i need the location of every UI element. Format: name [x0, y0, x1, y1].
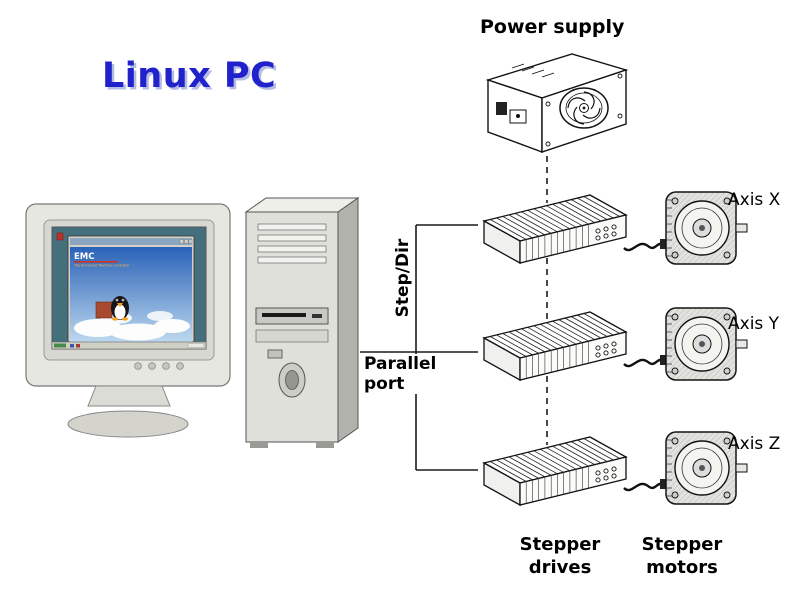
motor-cable	[624, 244, 662, 250]
tower-foot	[316, 442, 334, 448]
floppy-drive	[256, 308, 328, 324]
monitor-stand	[88, 386, 170, 406]
crt-monitor-drawing: EMC The Enhanced Machine Controller	[20, 196, 240, 444]
motor-cable	[624, 484, 662, 490]
reset-button	[268, 350, 282, 358]
stepper-drive-axis-z	[478, 427, 628, 513]
window-titlebar	[70, 238, 192, 245]
emc-tagline-text: The Enhanced Machine Controller	[73, 264, 130, 268]
diagram-title: Linux PC	[102, 56, 276, 96]
stepper-drives-label: Stepper drives	[498, 534, 622, 579]
motor-face	[675, 201, 729, 255]
power-supply-label: Power supply	[480, 16, 624, 38]
motor-cable	[624, 360, 662, 366]
psu-fan-icon	[560, 88, 608, 128]
emc-logo-text: EMC	[74, 252, 95, 262]
psu-power-switch	[496, 102, 507, 115]
motor-face	[675, 441, 729, 495]
step-dir-label: Step/Dir	[393, 227, 413, 329]
stepper-motor-axis-y	[622, 298, 750, 390]
axis-z-label: Axis Z	[728, 434, 780, 454]
power-supply-drawing	[476, 46, 636, 164]
monitor-screen: EMC The Enhanced Machine Controller	[52, 227, 206, 349]
power-button	[279, 363, 305, 397]
tower-foot	[250, 442, 268, 448]
splash-red-object	[96, 302, 112, 318]
axis-x-label: Axis X	[728, 190, 780, 210]
emc-window: EMC The Enhanced Machine Controller	[68, 236, 194, 342]
pc-tower-drawing	[238, 190, 370, 452]
window-buttons	[180, 240, 192, 244]
parallel-port-label: Parallel port	[364, 354, 439, 394]
motor-shaft	[736, 464, 747, 472]
motor-face	[675, 317, 729, 371]
motor-shaft	[736, 224, 747, 232]
motor-shaft	[736, 340, 747, 348]
emc-logo-underline	[74, 261, 118, 263]
axis-y-label: Axis Y	[728, 314, 779, 334]
tower-side-face	[338, 198, 358, 442]
drive-bay	[256, 330, 328, 342]
stepper-motors-label: Stepper motors	[620, 534, 744, 579]
monitor-base	[68, 411, 188, 437]
taskbar	[52, 342, 206, 349]
desktop-icon	[57, 233, 63, 240]
stepper-drive-axis-x	[478, 185, 628, 271]
psu-inlet-pin	[516, 114, 520, 118]
stepper-drive-axis-y	[478, 302, 628, 388]
